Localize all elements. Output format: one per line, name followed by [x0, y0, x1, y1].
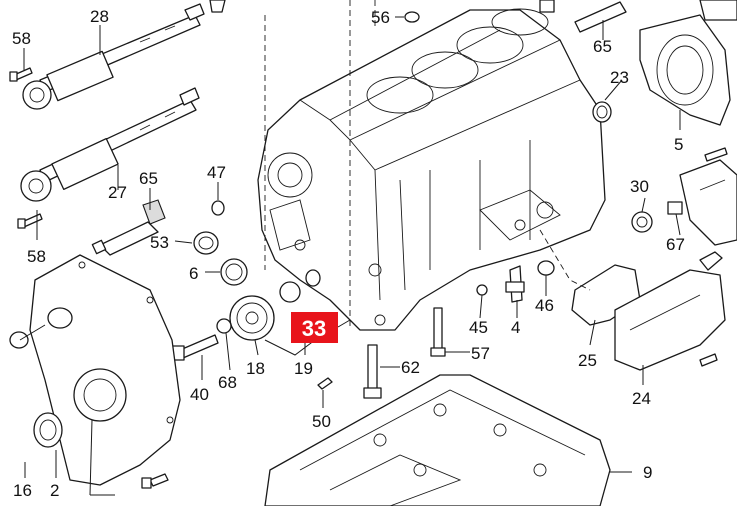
label-4[interactable]: 4 — [511, 318, 520, 337]
sensor-4 — [505, 265, 525, 303]
rear-cover-5 — [639, 14, 731, 126]
highlight-callout-33[interactable]: 33 — [291, 312, 338, 343]
bearing-19 — [279, 269, 321, 303]
small-parts-top — [209, 0, 737, 33]
label-57[interactable]: 57 — [471, 344, 490, 363]
label-67[interactable]: 67 — [666, 235, 685, 254]
timing-cover-2 — [29, 254, 181, 486]
seal-53 — [193, 231, 219, 255]
plug-45 — [476, 284, 488, 296]
bedplate-9 — [264, 374, 611, 506]
label-19[interactable]: 19 — [294, 359, 313, 378]
label-30[interactable]: 30 — [630, 177, 649, 196]
label-45[interactable]: 45 — [469, 318, 488, 337]
sprocket-18 — [229, 295, 275, 341]
seal-47 — [211, 200, 225, 216]
bolt-58-top — [9, 67, 33, 82]
highlight-label: 33 — [302, 316, 326, 341]
bolt-57 — [430, 307, 446, 357]
oil-pump-24 — [614, 251, 726, 371]
label-62[interactable]: 62 — [401, 358, 420, 377]
label-40[interactable]: 40 — [190, 385, 209, 404]
pin-50 — [317, 377, 333, 390]
label-2[interactable]: 2 — [50, 481, 59, 500]
label-5[interactable]: 5 — [674, 135, 683, 154]
seal-46 — [537, 260, 555, 276]
bolt-40 — [171, 334, 219, 361]
leader-lines — [19, 16, 681, 496]
balance-shaft-27 — [20, 87, 200, 202]
washer-68 — [216, 318, 232, 334]
balance-shaft-28 — [22, 3, 205, 110]
label-58-top[interactable]: 58 — [12, 29, 31, 48]
seal-56 — [404, 11, 420, 23]
label-24[interactable]: 24 — [632, 389, 651, 408]
label-27[interactable]: 27 — [108, 183, 127, 202]
label-6[interactable]: 6 — [189, 264, 198, 283]
label-9[interactable]: 9 — [643, 463, 652, 482]
label-18[interactable]: 18 — [246, 359, 265, 378]
label-53[interactable]: 53 — [150, 233, 169, 252]
part-labels: 28 58 56 58 27 65 65 47 53 6 23 5 30 67 … — [12, 7, 685, 500]
bolt-58-bottom — [17, 213, 43, 229]
seal-6 — [220, 258, 248, 286]
bolt-62 — [363, 344, 382, 399]
label-50[interactable]: 50 — [312, 412, 331, 431]
label-25[interactable]: 25 — [578, 351, 597, 370]
label-68[interactable]: 68 — [218, 373, 237, 392]
label-46[interactable]: 46 — [535, 296, 554, 315]
label-47[interactable]: 47 — [207, 163, 226, 182]
label-16[interactable]: 16 — [13, 481, 32, 500]
label-56[interactable]: 56 — [371, 8, 390, 27]
oil-pump-assembly — [631, 147, 737, 246]
reference-lines — [264, 0, 591, 330]
seal-23 — [592, 101, 612, 123]
label-28[interactable]: 28 — [90, 7, 109, 26]
highlight-box — [291, 312, 338, 343]
label-65-top[interactable]: 65 — [593, 37, 612, 56]
engine-block — [257, 8, 606, 331]
seal-16 — [9, 331, 63, 448]
bolt-cover — [141, 473, 169, 489]
sealant-tube-65 — [91, 199, 166, 256]
label-58-bottom[interactable]: 58 — [27, 247, 46, 266]
label-65-left[interactable]: 65 — [139, 169, 158, 188]
label-23[interactable]: 23 — [610, 68, 629, 87]
